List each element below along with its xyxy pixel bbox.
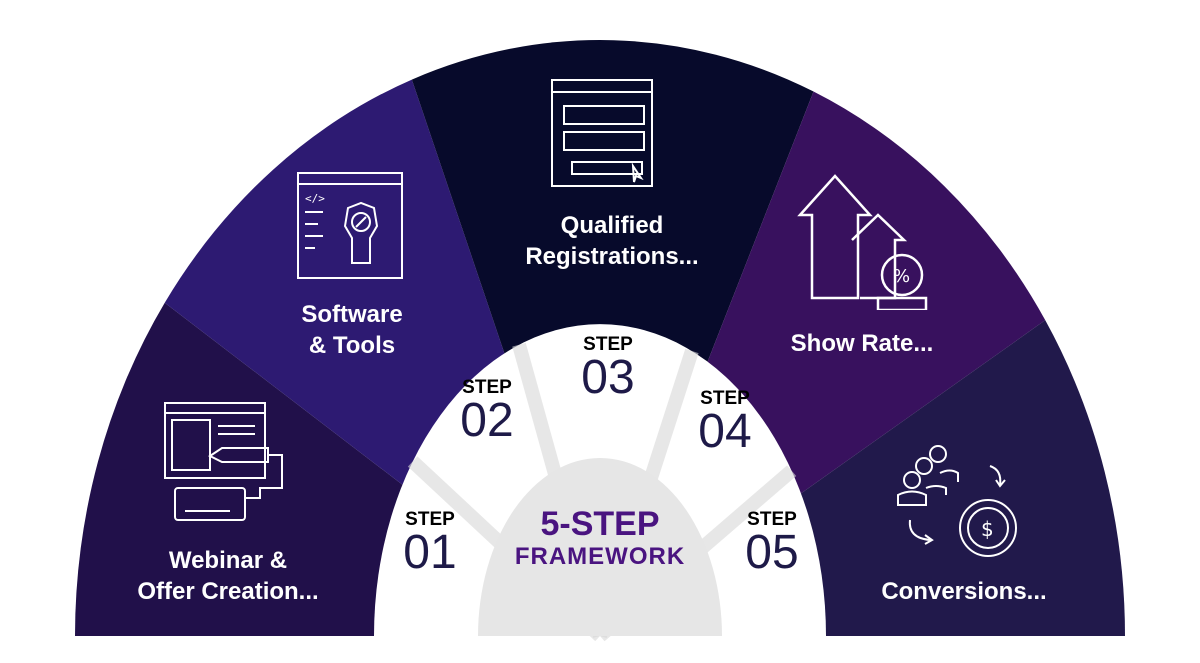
registration-form-icon	[551, 79, 653, 187]
svg-text:</>: </>	[305, 192, 325, 205]
people-dollar-cycle-icon: $	[897, 445, 1017, 557]
code-wrench-icon: </>	[297, 172, 403, 279]
monitor-keyboard-icon	[164, 402, 283, 521]
framework-title: 5-STEP FRAMEWORK	[515, 505, 685, 571]
center-grey-disc	[478, 458, 722, 636]
step-2-label: Software& Tools	[301, 301, 403, 359]
step-4-label: Show Rate...	[790, 330, 934, 357]
step-5-label: Conversions...	[881, 578, 1047, 605]
arrows-up-percent-icon: %	[797, 174, 928, 310]
svg-text:$: $	[981, 517, 994, 541]
step-1-label: Webinar &Offer Creation...	[137, 547, 319, 605]
svg-text:%: %	[893, 266, 910, 287]
framework-title-line2: FRAMEWORK	[514, 543, 686, 570]
framework-title-line1: 5-STEP	[540, 505, 660, 543]
